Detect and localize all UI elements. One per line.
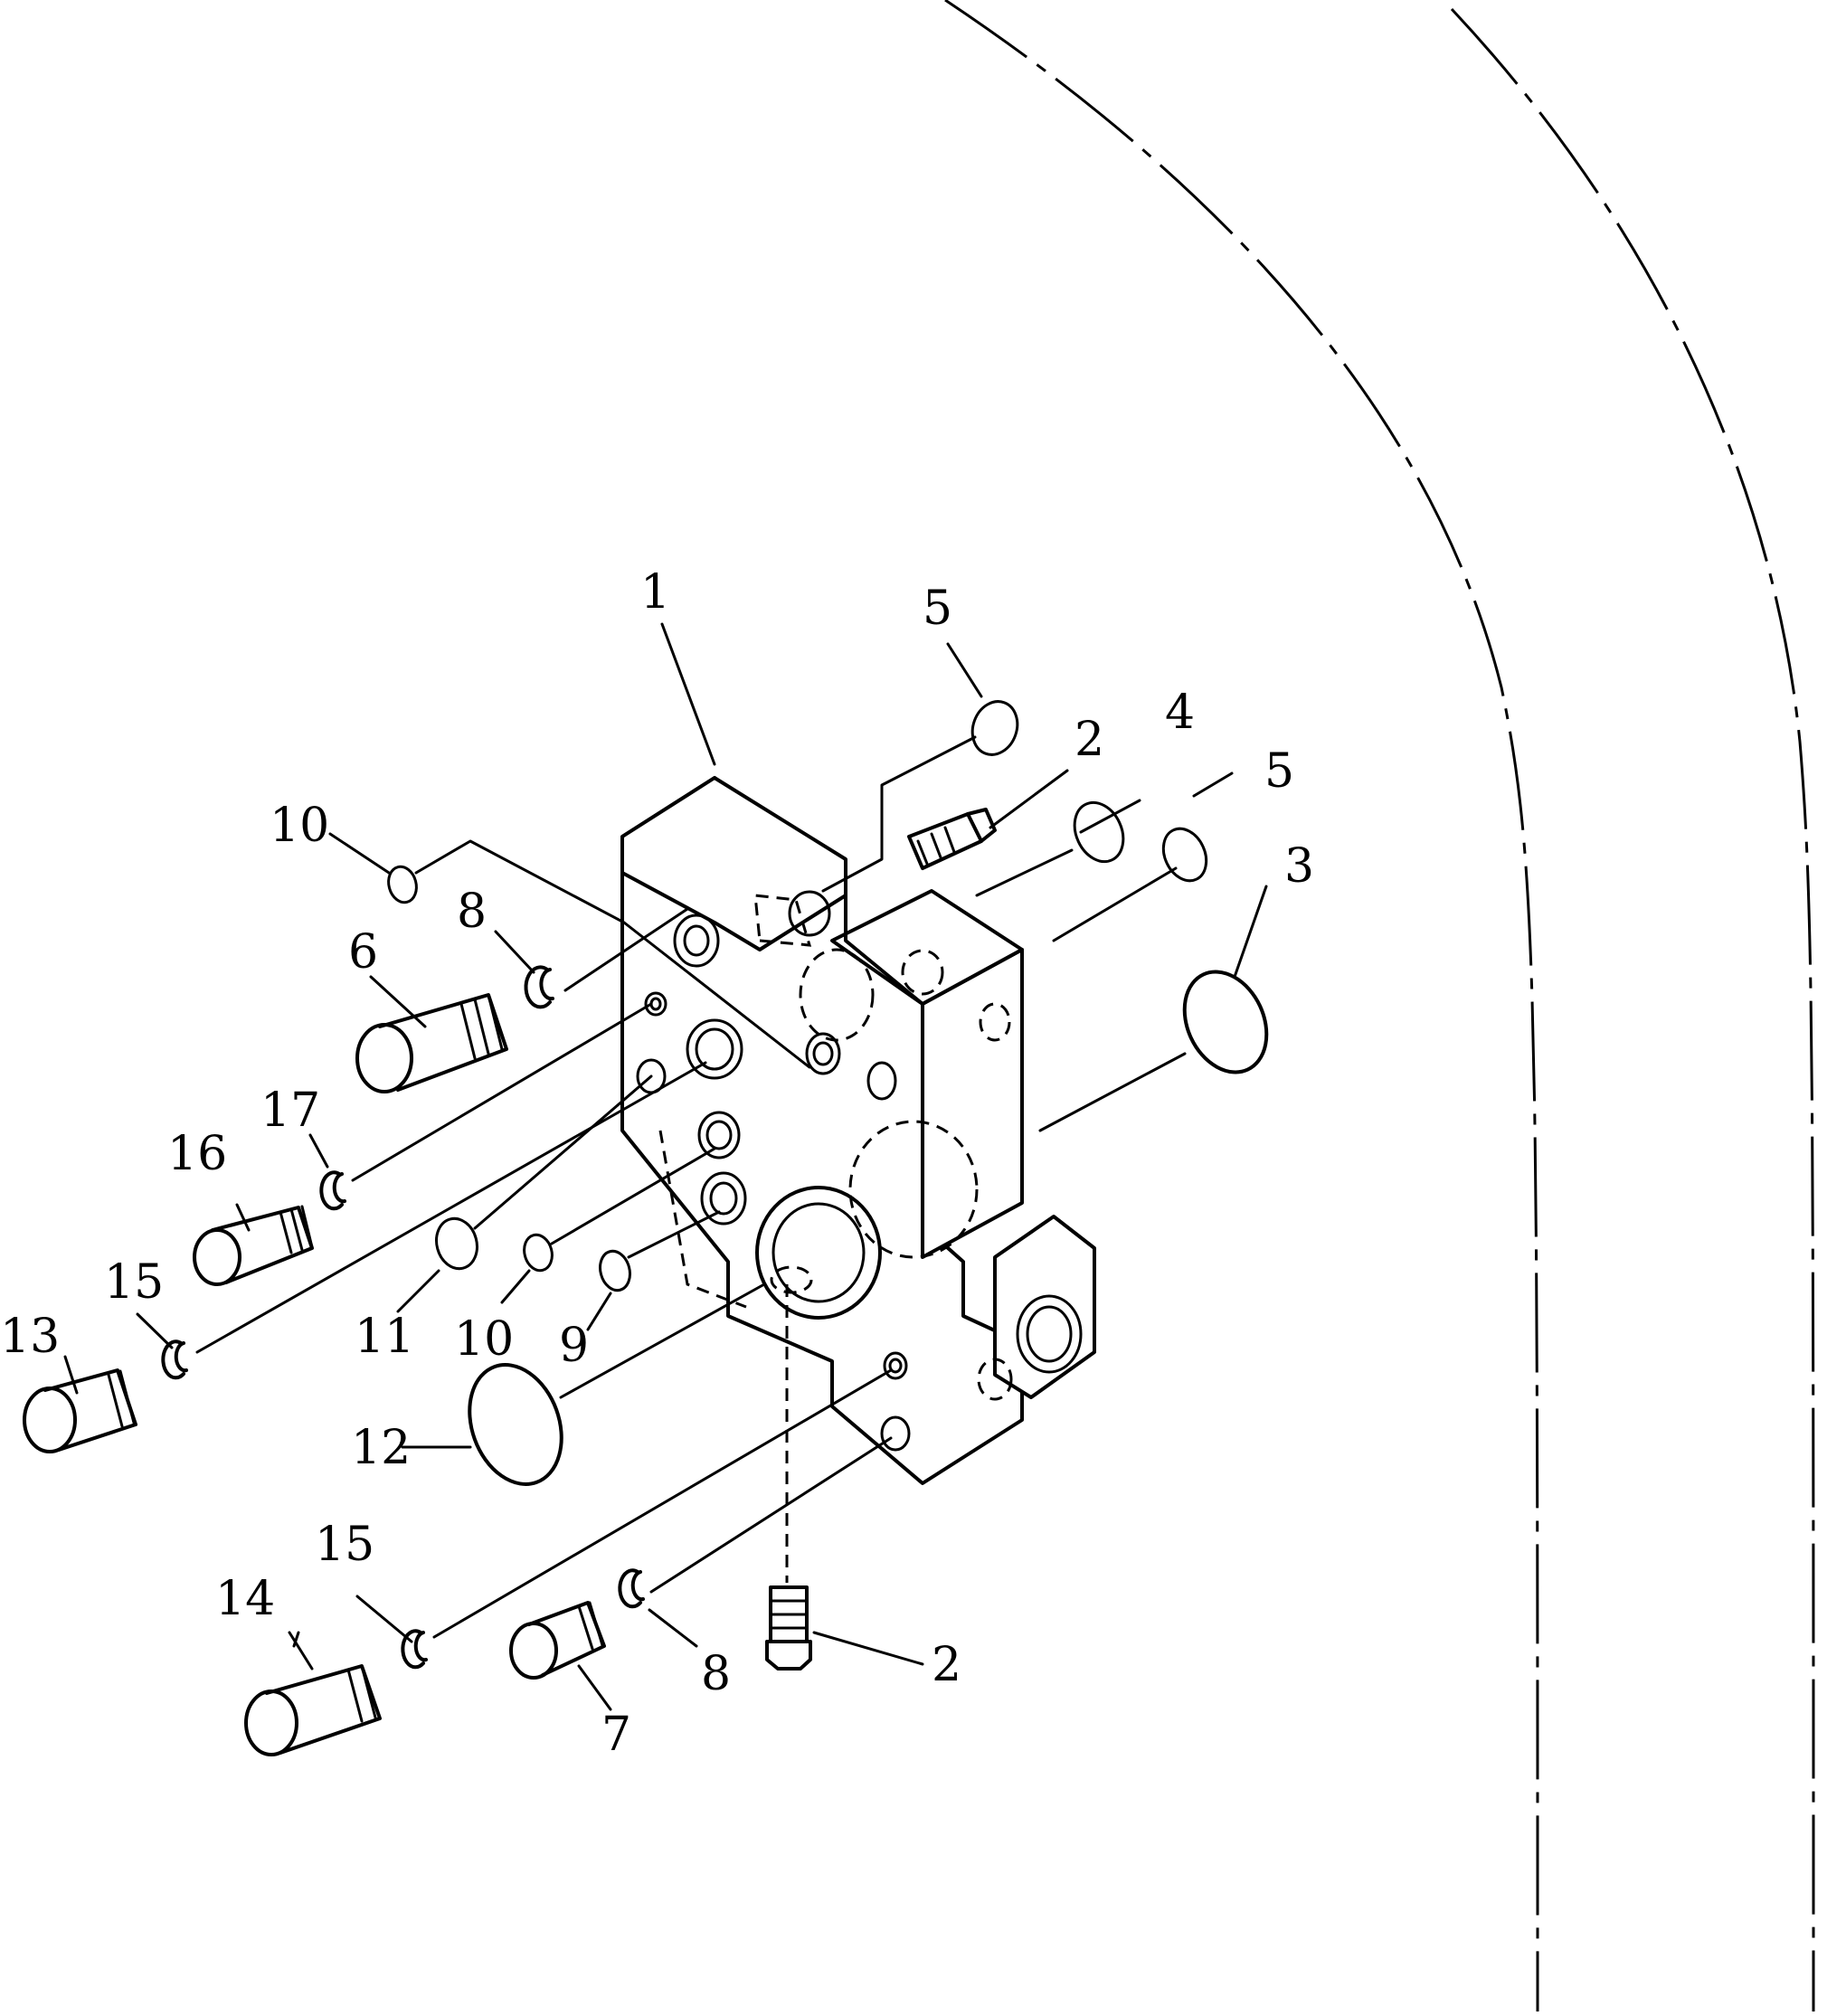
- o-ring-10-top: [387, 865, 418, 904]
- o-ring-10-bottom: [523, 1233, 554, 1273]
- callout-8-bottom: 8: [701, 1647, 731, 1701]
- snap-ring-15-bottom: [401, 1629, 428, 1670]
- callout-17: 17: [260, 1084, 320, 1138]
- callout-5-top: 5: [923, 582, 952, 636]
- plug-2-bottom: [765, 1585, 812, 1671]
- callout-3: 3: [1284, 839, 1314, 894]
- callout-13: 13: [0, 1310, 60, 1364]
- callout-7: 7: [601, 1708, 631, 1762]
- callout-8-top: 8: [457, 885, 487, 939]
- callout-15-bottom: 15: [315, 1518, 374, 1572]
- housing-outline-inner: [944, 0, 1539, 2012]
- callout-12: 12: [351, 1421, 411, 1475]
- bolt-16: [193, 1205, 314, 1286]
- plug-2-top: [907, 808, 997, 870]
- callout-1: 1: [640, 565, 670, 620]
- o-ring-5-right: [1161, 827, 1208, 883]
- o-ring-11: [435, 1216, 478, 1271]
- leader-lines: [63, 622, 1268, 1711]
- callout-15-top: 15: [104, 1255, 164, 1310]
- callout-14: 14: [215, 1572, 275, 1626]
- callout-4: 4: [1165, 686, 1195, 740]
- snap-ring-8-bottom: [618, 1568, 645, 1609]
- callout-5-right: 5: [1264, 744, 1294, 799]
- o-ring-4: [1073, 800, 1125, 864]
- bolt-14: [244, 1664, 382, 1756]
- o-ring-5-top: [970, 700, 1019, 756]
- callout-16: 16: [167, 1127, 227, 1181]
- callout-9: 9: [559, 1319, 589, 1373]
- o-ring-12: [468, 1363, 563, 1486]
- o-ring-9: [599, 1249, 631, 1292]
- snap-ring-15-top: [161, 1339, 188, 1380]
- snap-ring-8-top: [524, 965, 554, 1009]
- callout-2-bottom: 2: [932, 1638, 961, 1692]
- callout-6: 6: [348, 925, 378, 980]
- callout-10-bottom: 10: [454, 1312, 514, 1367]
- callout-11: 11: [355, 1310, 414, 1364]
- callout-10-top: 10: [270, 799, 329, 853]
- housing-outline-outer: [1450, 7, 1815, 2012]
- bolt-6: [355, 993, 508, 1093]
- valve-body: [620, 776, 1096, 1485]
- bolt-7: [509, 1601, 606, 1680]
- callout-2-top: 2: [1074, 713, 1104, 767]
- bolt-13: [23, 1368, 137, 1453]
- snap-ring-17: [319, 1170, 346, 1211]
- o-ring-3: [1182, 970, 1269, 1074]
